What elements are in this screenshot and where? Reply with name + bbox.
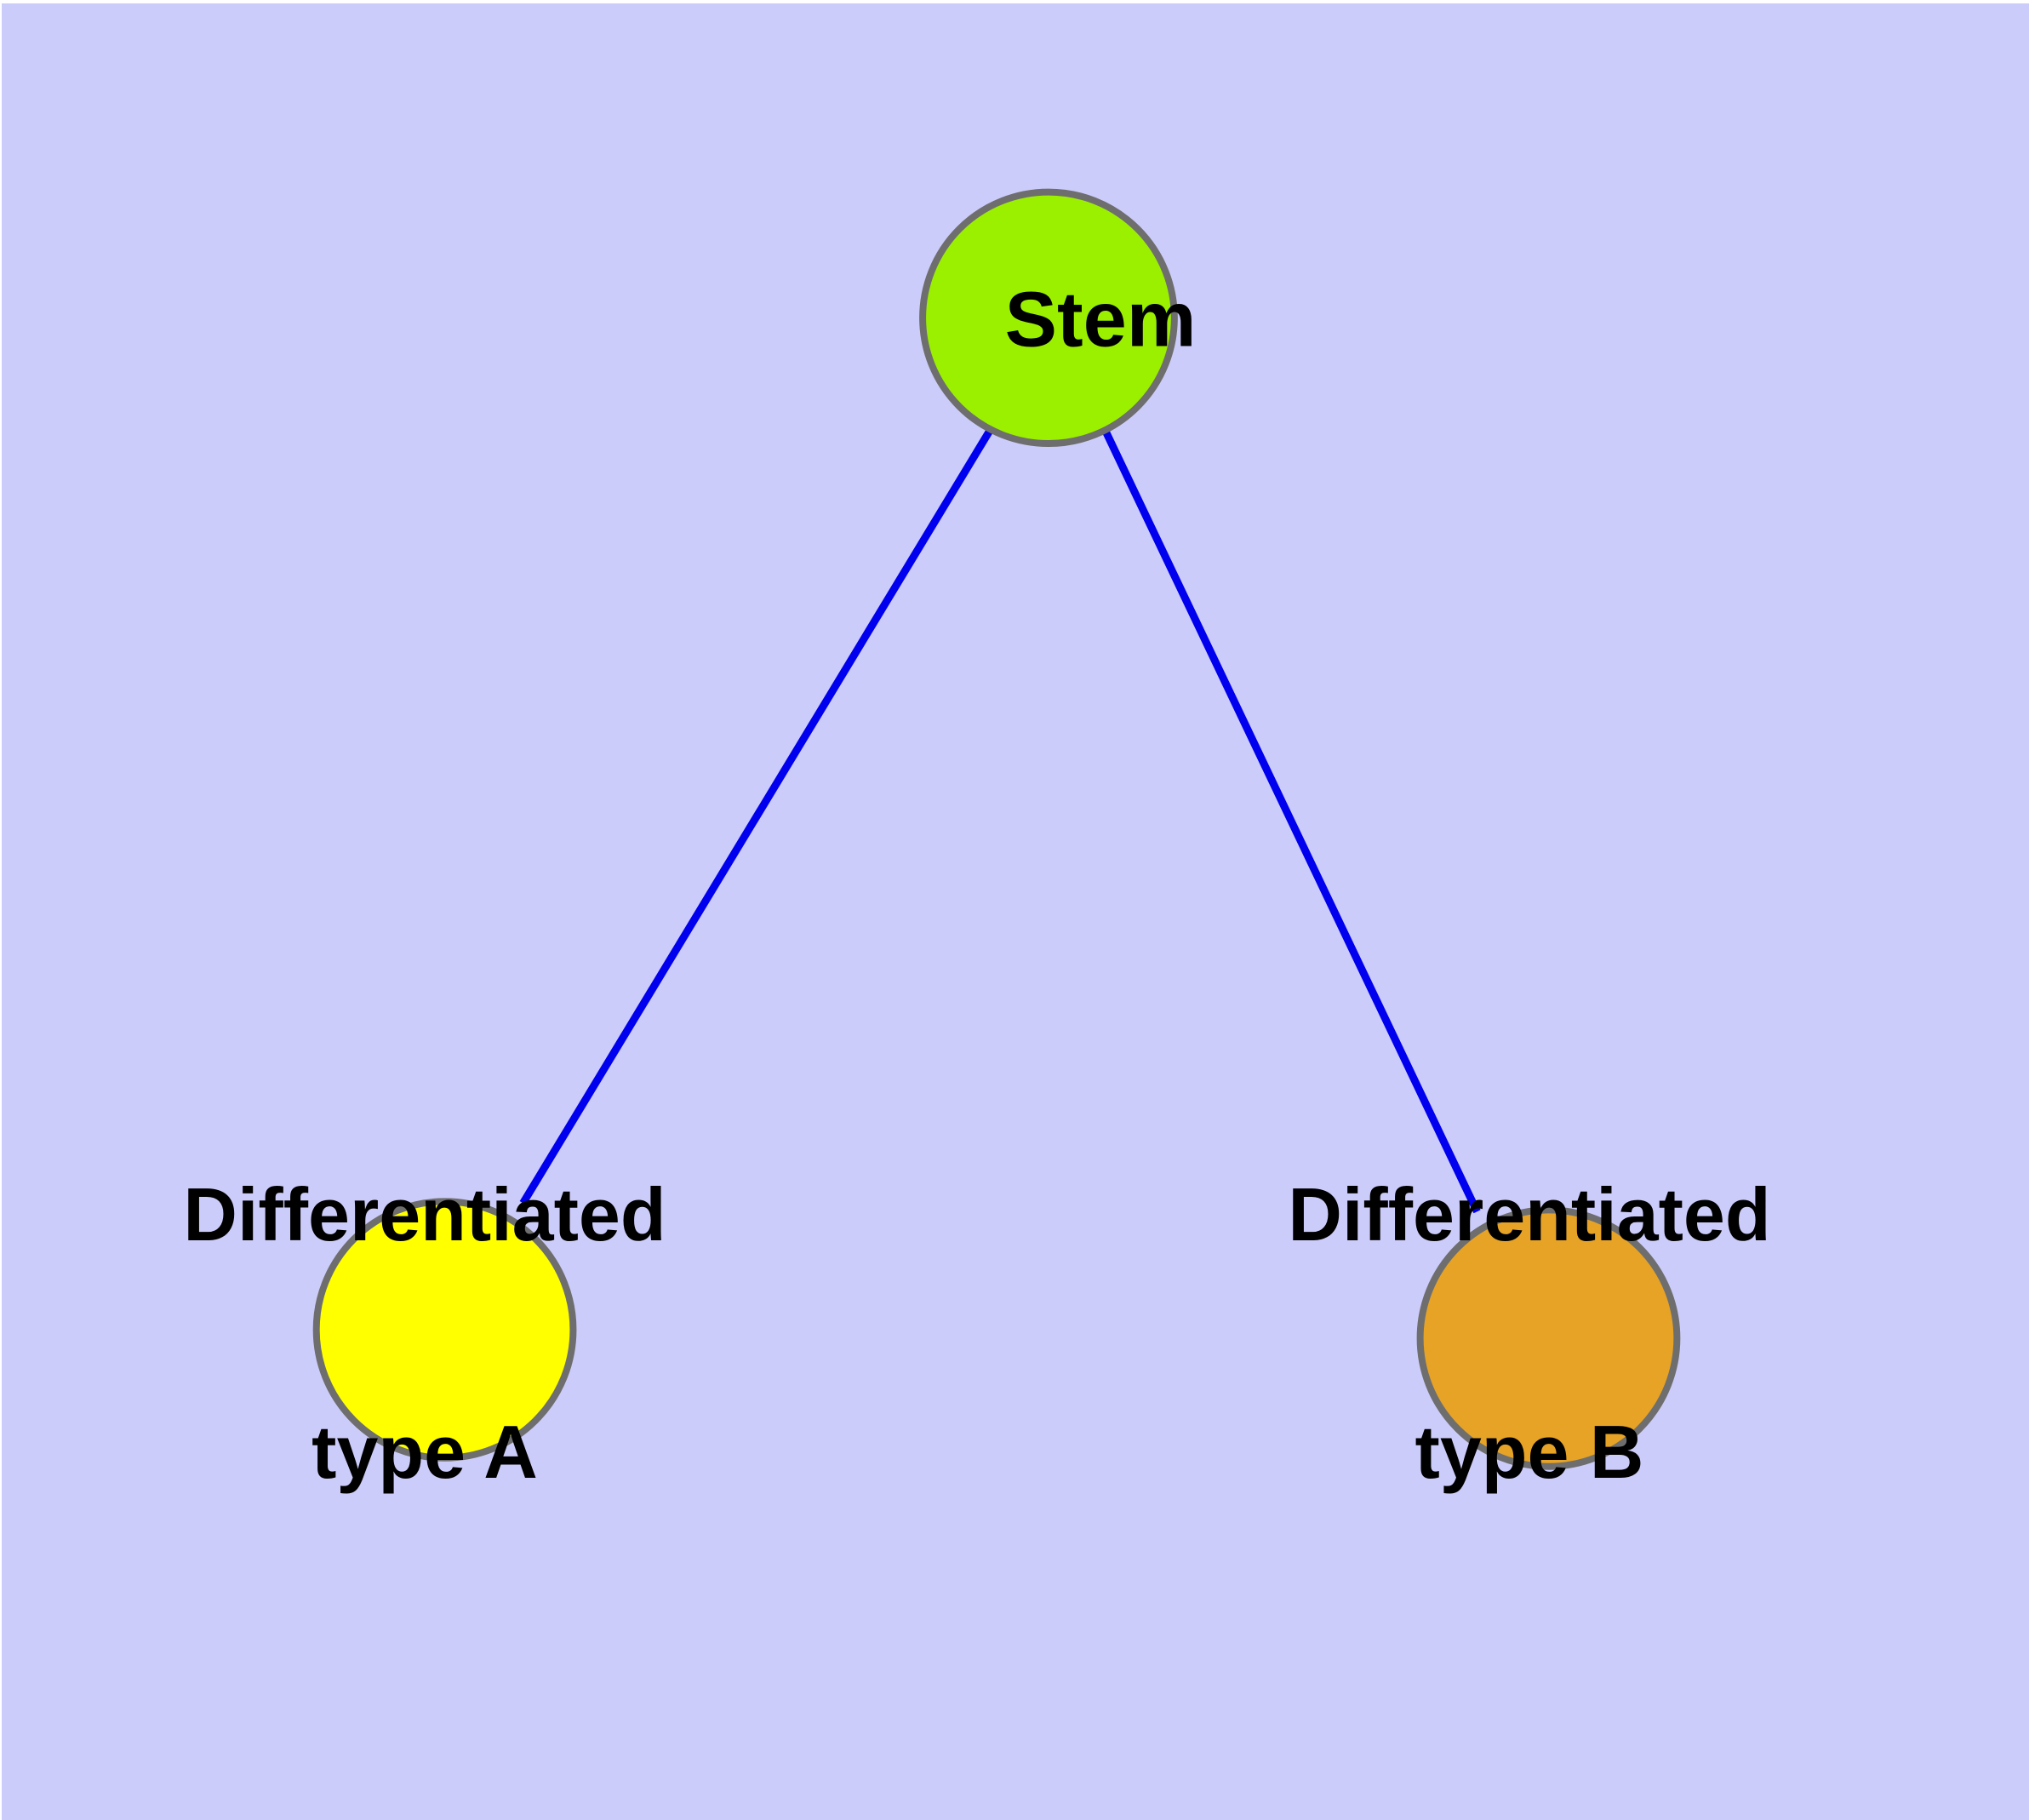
- edge-stem-to-differentiated-type-a[interactable]: [519, 426, 994, 1205]
- node-layer: [312, 188, 1681, 1470]
- edge-stem-to-differentiated-type-b[interactable]: [1100, 427, 1481, 1214]
- node-differentiated-type-a[interactable]: [312, 1198, 577, 1462]
- node-differentiated-type-b[interactable]: [1416, 1206, 1681, 1470]
- node-stem[interactable]: [919, 188, 1178, 448]
- network-graph: [312, 188, 1681, 1470]
- edge-layer: [519, 426, 1481, 1214]
